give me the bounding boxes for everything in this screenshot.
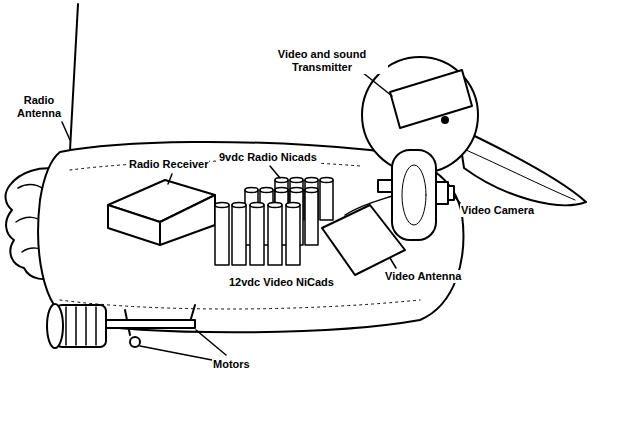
duck-body — [60, 300, 420, 309]
leader-lines — [62, 72, 460, 360]
transmitter-box — [390, 70, 472, 128]
battery-cells — [320, 180, 333, 220]
battery-cells — [286, 203, 300, 208]
battery-cells — [268, 203, 282, 208]
video-camera — [392, 150, 436, 240]
motor-units — [47, 304, 63, 348]
battery-cells — [290, 188, 303, 193]
part-label: 12vdc Video NiCads — [228, 276, 335, 289]
duck-bill — [458, 128, 586, 205]
part-label: Motors — [212, 358, 251, 371]
battery-cells — [305, 190, 318, 245]
duck-head — [442, 117, 448, 123]
battery-cells — [275, 178, 288, 183]
radio-antenna-wire — [70, 4, 78, 150]
video-camera — [448, 186, 454, 200]
leader-lines — [62, 122, 70, 140]
part-label: Radio Receiver — [128, 158, 209, 171]
leader-lines — [362, 72, 392, 96]
receiver-box — [108, 205, 160, 245]
motor-units — [100, 320, 195, 328]
duck-bill — [458, 128, 586, 205]
battery-cells — [260, 188, 273, 193]
battery-cells — [215, 205, 229, 265]
battery-cells — [215, 178, 333, 266]
battery-cells — [305, 178, 318, 183]
leader-lines — [140, 346, 212, 360]
battery-cells — [232, 203, 246, 208]
motor-units — [95, 307, 97, 345]
battery-cells — [245, 188, 258, 193]
battery-cells — [250, 203, 264, 208]
video-camera — [402, 165, 426, 225]
radio-antenna-wire — [70, 4, 78, 150]
battery-cells — [268, 205, 282, 265]
battery-cells — [232, 205, 246, 265]
motor-units — [65, 307, 67, 345]
battery-cells — [290, 178, 303, 183]
transmitter-box — [390, 70, 472, 128]
leader-lines — [454, 196, 460, 203]
part-label: 9vdc Radio Nicads — [218, 151, 318, 164]
part-label: Video Camera — [460, 204, 535, 217]
battery-cells — [320, 178, 333, 183]
leader-lines — [168, 174, 172, 184]
duck-body — [38, 142, 463, 332]
motor-units — [85, 307, 87, 345]
duck-body — [38, 142, 463, 332]
motor-units — [47, 304, 195, 348]
part-label: Video and sound Transmitter — [256, 48, 388, 74]
video-camera — [378, 150, 454, 240]
leader-lines — [196, 330, 226, 355]
battery-cells — [215, 203, 229, 208]
video-camera — [436, 182, 448, 204]
part-label: Video Antenna — [384, 270, 462, 283]
receiver-box — [108, 180, 215, 245]
receiver-box — [160, 195, 215, 245]
leader-lines — [270, 166, 280, 178]
battery-cells — [286, 205, 300, 265]
leader-lines — [390, 258, 396, 268]
duck-bill — [466, 150, 575, 200]
motor-units — [75, 307, 77, 345]
battery-cells — [275, 188, 288, 193]
battery-cells — [305, 188, 318, 193]
battery-cells — [250, 205, 264, 265]
motor-units — [130, 337, 140, 347]
part-label: Radio Antenna — [10, 94, 68, 120]
